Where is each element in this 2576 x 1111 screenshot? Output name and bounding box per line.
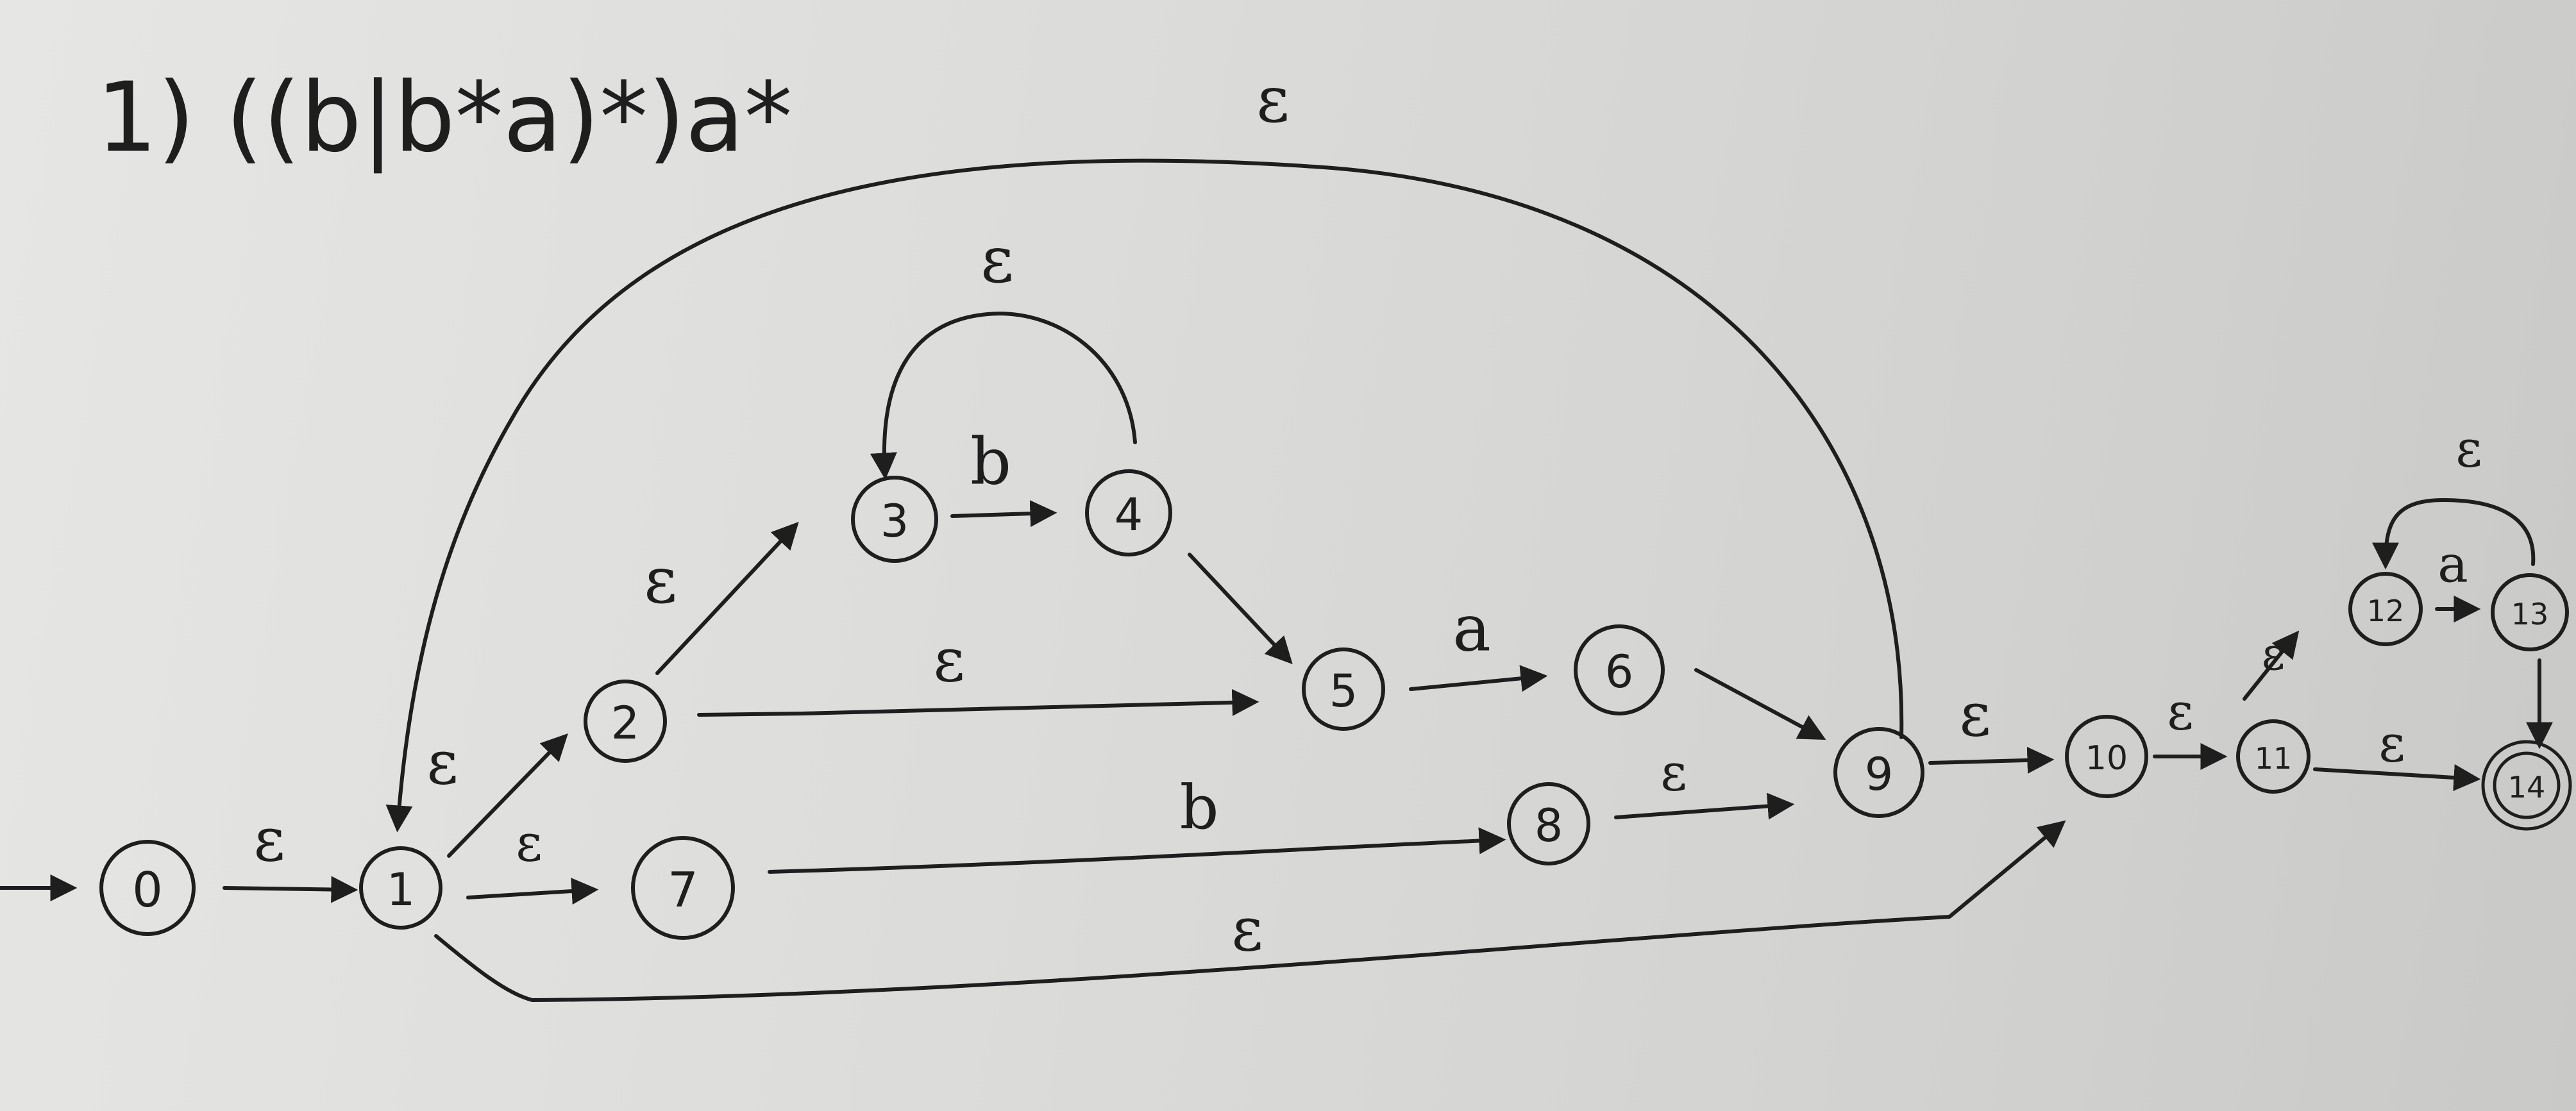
edge-9-10	[1928, 746, 2055, 774]
state-8: 8	[1507, 782, 1590, 865]
label-edge-10-11: ε	[2167, 682, 2193, 742]
state-7: 7	[631, 836, 735, 940]
state-8-label: 8	[1535, 799, 1563, 852]
label-edge-9-10: ε	[1959, 680, 1991, 750]
state-0-label: 0	[132, 862, 163, 918]
state-1-label: 1	[387, 864, 416, 916]
label-edge-4-3: ε	[981, 222, 1014, 297]
state-4-label: 4	[1115, 489, 1143, 541]
label-edge-5-6: a	[1452, 591, 1491, 666]
state-9: 9	[1833, 727, 1924, 818]
state-10: 10	[2065, 715, 2148, 798]
label-edge-7-8: b	[1180, 773, 1219, 843]
edge-0-1	[223, 876, 358, 903]
edge-4-3	[870, 312, 1137, 480]
label-edge-0-1: ε	[253, 805, 285, 875]
state-7-label: 7	[668, 862, 698, 918]
edge-11-12	[2243, 630, 2300, 701]
state-0: 0	[99, 840, 196, 936]
edge-6-9	[1694, 668, 1826, 740]
label-edge-1-7: ε	[516, 814, 542, 873]
state-5-label: 5	[1329, 665, 1358, 717]
label-edge-1-2: ε	[426, 728, 458, 798]
label-edge-8-9: ε	[1660, 743, 1687, 803]
state-14-final: 14	[2481, 740, 2572, 831]
edge-13-12	[2372, 498, 2536, 570]
edge-2-3	[655, 521, 799, 675]
state-12: 12	[2348, 572, 2423, 646]
edge-3-4	[950, 500, 1057, 528]
state-12-label: 12	[2367, 594, 2405, 628]
label-edge-13-12: ε	[2455, 419, 2482, 479]
state-10-label: 10	[2085, 739, 2128, 778]
state-11-label: 11	[2255, 741, 2293, 776]
label-edge-1-10: ε	[1231, 894, 1263, 965]
state-1: 1	[359, 846, 442, 930]
edge-8-9	[1614, 792, 1795, 820]
state-2-label: 2	[611, 697, 640, 749]
edge-1-2	[447, 733, 568, 858]
state-13: 13	[2491, 573, 2569, 651]
state-6: 6	[1574, 624, 1665, 715]
state-4: 4	[1085, 469, 1172, 556]
state-9-label: 9	[1865, 748, 1894, 801]
label-edge-3-4: b	[970, 424, 1011, 499]
edge-2-5	[697, 689, 1259, 717]
edge-1-10	[434, 820, 2066, 1002]
state-6-label: 6	[1605, 646, 1634, 698]
label-edge-12-13: a	[2437, 535, 2468, 594]
page-title: 1) ((b|b*a)*)a*	[96, 62, 793, 174]
edge-4-5	[1188, 553, 1293, 665]
state-11: 11	[2236, 719, 2311, 794]
edge-11-14	[2313, 764, 2481, 791]
label-edge-11-12: ε	[2262, 628, 2285, 680]
edge-9-1	[385, 158, 1904, 833]
label-edge-9-1: ε	[1256, 62, 1290, 137]
state-3: 3	[851, 476, 938, 563]
state-14-label: 14	[2508, 770, 2546, 805]
edge-1-7	[466, 878, 599, 905]
state-3-label: 3	[880, 495, 909, 547]
edge-7-8	[768, 827, 1506, 874]
state-2: 2	[584, 680, 667, 763]
label-edge-11-14: ε	[2378, 714, 2405, 774]
state-5: 5	[1302, 647, 1385, 731]
edge-5-6	[1409, 665, 1548, 692]
state-13-label: 13	[2511, 597, 2549, 631]
label-edge-2-3: ε	[644, 543, 677, 618]
label-edge-2-5: ε	[933, 625, 964, 696]
